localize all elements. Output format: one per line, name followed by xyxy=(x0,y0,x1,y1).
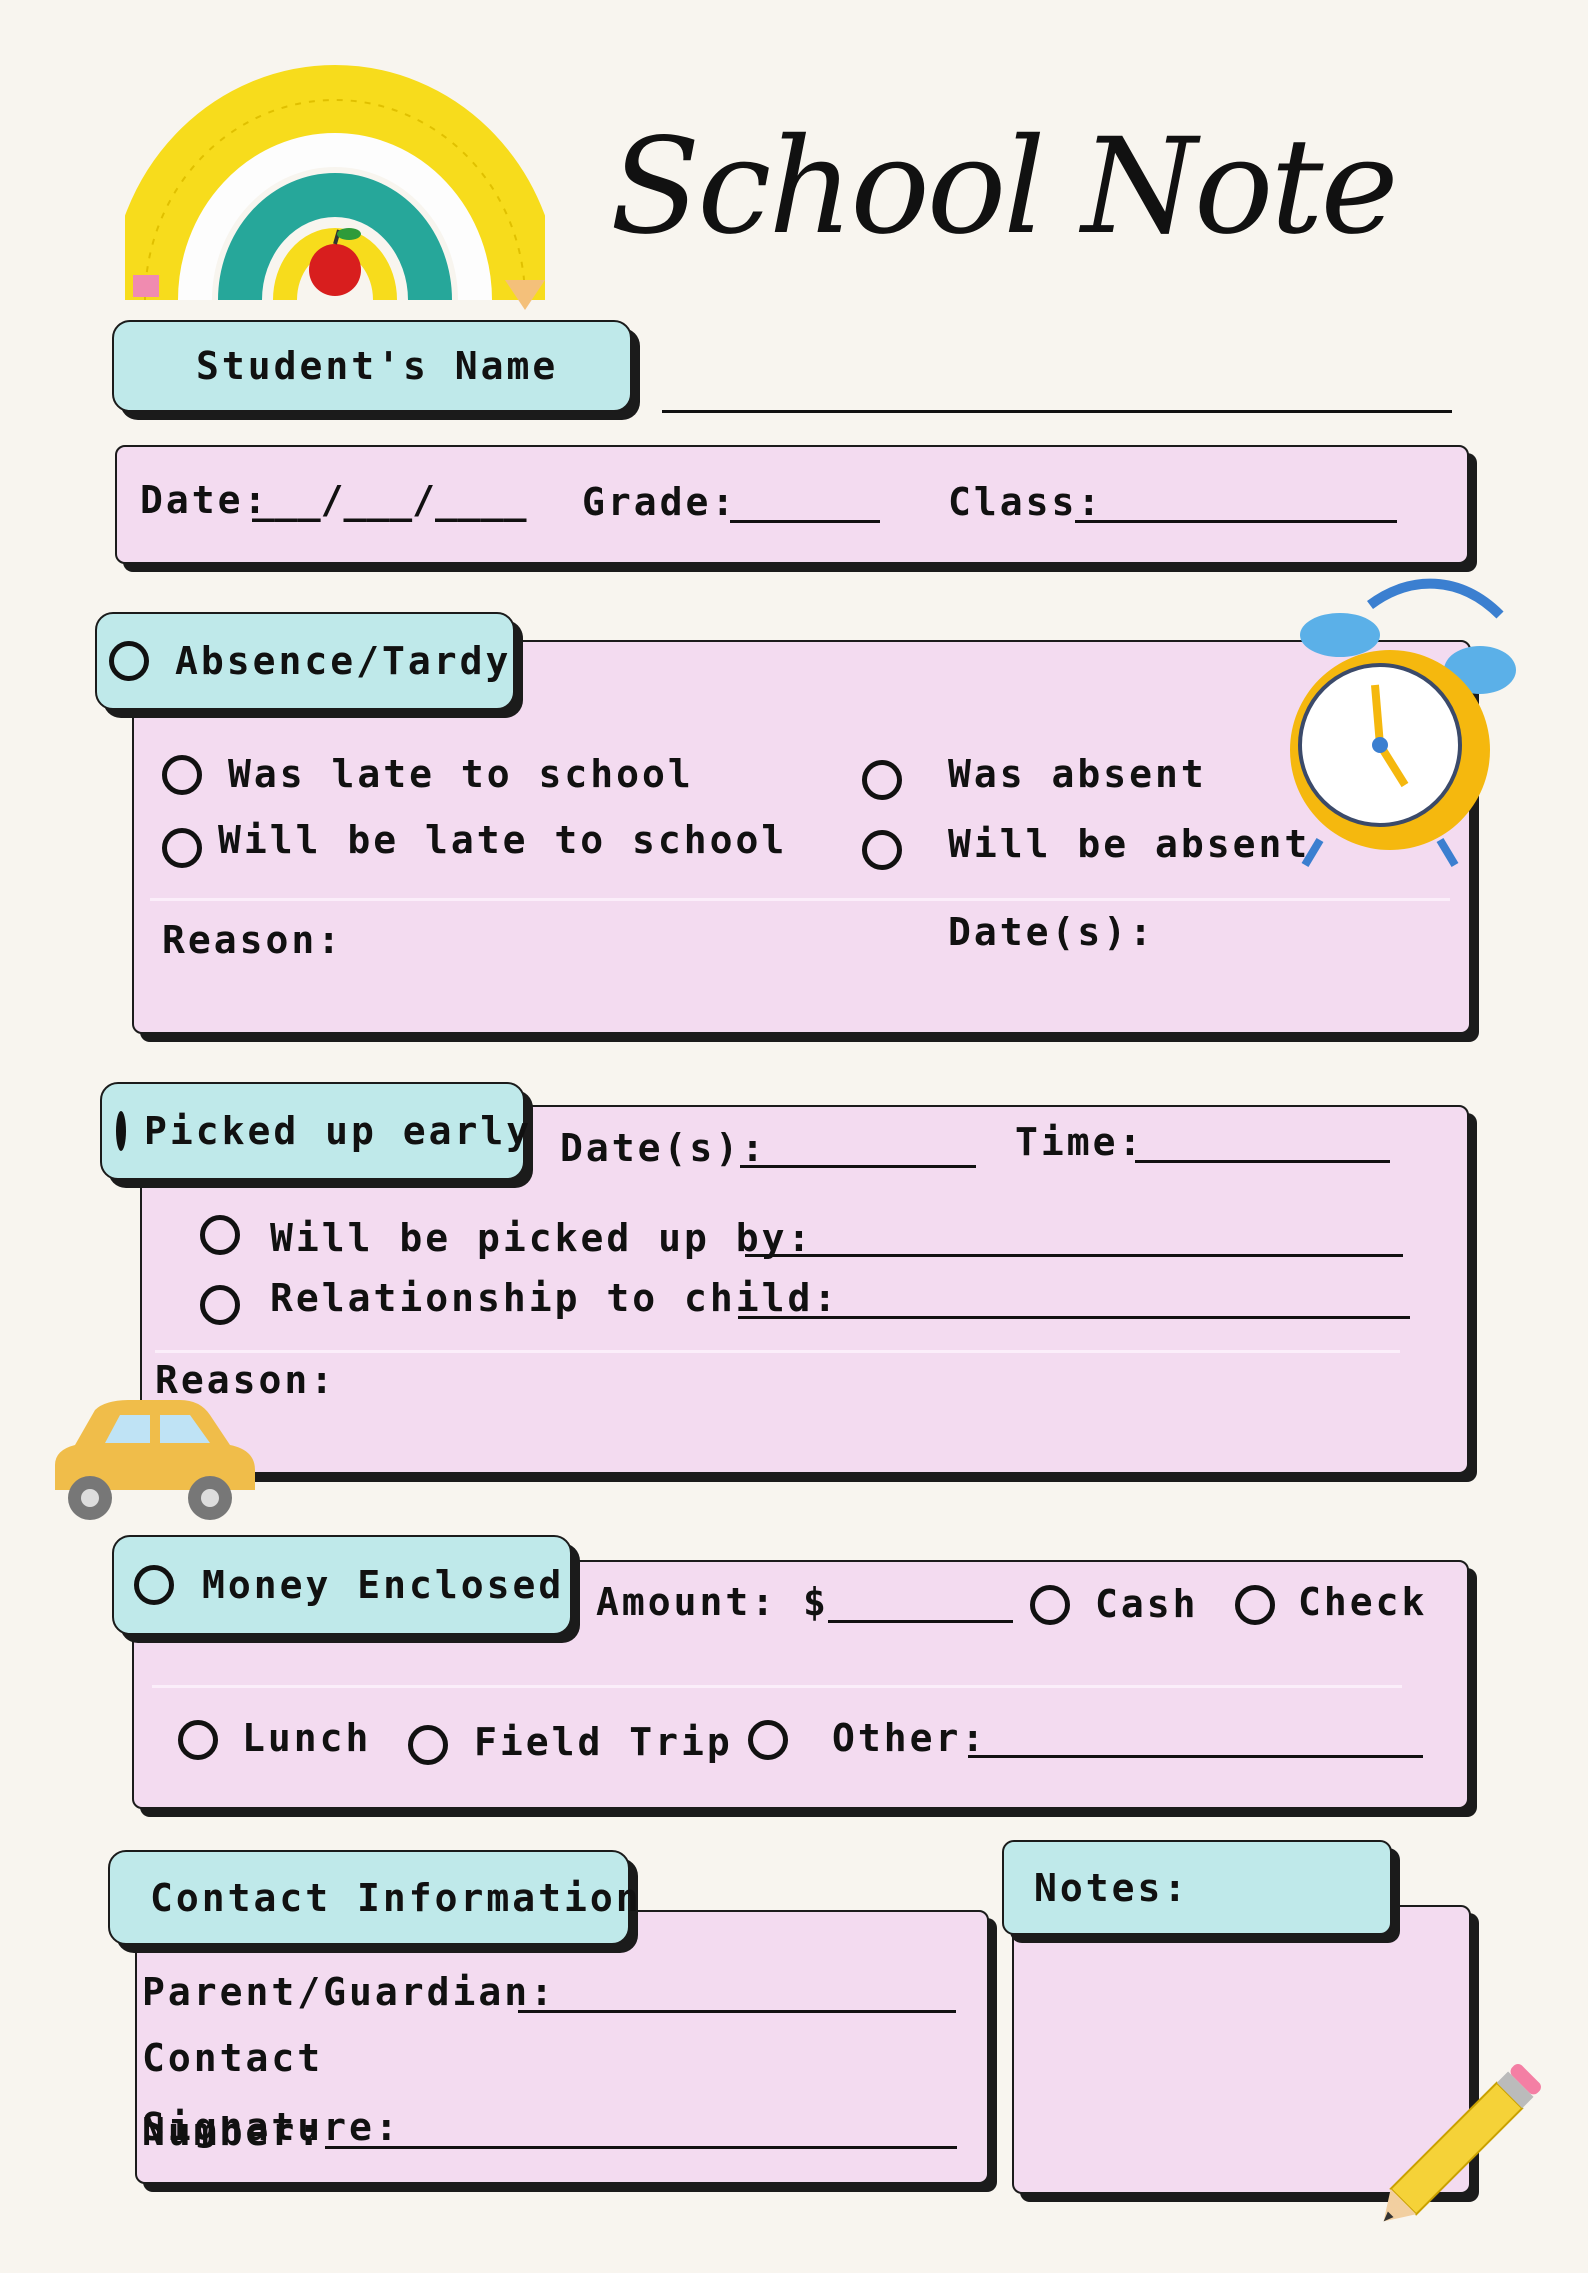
date-slots[interactable]: ___/___/____ xyxy=(252,478,527,522)
grade-label: Grade: xyxy=(582,480,738,524)
money-tab: Money Enclosed xyxy=(112,1535,572,1635)
was-absent-radio[interactable] xyxy=(862,760,902,800)
absence-tab-label: Absence/Tardy xyxy=(175,639,512,683)
relationship-label: Relationship to child: xyxy=(270,1276,840,1320)
picked-by-line[interactable] xyxy=(745,1254,1403,1257)
student-name-label: Student's Name xyxy=(196,344,559,388)
absence-dates-label: Date(s): xyxy=(948,910,1156,954)
absence-separator xyxy=(150,898,1450,901)
absence-radio[interactable] xyxy=(109,641,149,681)
student-name-tab: Student's Name xyxy=(112,320,632,412)
contact-label: Contact xyxy=(142,2036,324,2080)
was-absent-label: Was absent xyxy=(948,752,1207,796)
class-label: Class: xyxy=(948,480,1104,524)
car-icon xyxy=(55,1400,255,1520)
picked-by-label: Will be picked up by: xyxy=(270,1216,814,1260)
field-trip-label: Field Trip xyxy=(474,1720,733,1764)
pickup-dates-line[interactable] xyxy=(740,1165,976,1168)
pickup-time-label: Time: xyxy=(1015,1120,1145,1164)
cash-radio[interactable] xyxy=(1030,1585,1070,1625)
was-late-label: Was late to school xyxy=(228,752,694,796)
rainbow-icon xyxy=(125,65,545,310)
notes-tab: Notes: xyxy=(1002,1840,1392,1935)
lunch-label: Lunch xyxy=(242,1716,372,1760)
signature-label: Signature: xyxy=(142,2105,401,2149)
amount-line[interactable] xyxy=(828,1620,1013,1623)
pickup-dates-label: Date(s): xyxy=(560,1126,768,1170)
money-tab-label: Money Enclosed xyxy=(202,1563,565,1607)
money-radio[interactable] xyxy=(134,1565,174,1605)
date-grade-class-box xyxy=(115,445,1469,564)
alarm-clock-icon xyxy=(1290,578,1516,868)
money-separator xyxy=(152,1685,1402,1688)
picked-by-radio[interactable] xyxy=(200,1215,240,1255)
parent-line[interactable] xyxy=(518,2010,956,2013)
relationship-line[interactable] xyxy=(738,1316,1410,1319)
contact-tab: Contact Information xyxy=(108,1850,639,1945)
check-label: Check xyxy=(1298,1580,1428,1624)
class-line[interactable] xyxy=(1075,520,1397,523)
notes-tab-label: Notes: xyxy=(1034,1865,1190,1910)
will-be-late-label: Will be late to school xyxy=(218,818,788,862)
other-label: Other: xyxy=(832,1716,988,1760)
lunch-radio[interactable] xyxy=(178,1720,218,1760)
apple-icon xyxy=(309,244,361,296)
relationship-radio[interactable] xyxy=(200,1285,240,1325)
was-late-radio[interactable] xyxy=(162,755,202,795)
other-radio[interactable] xyxy=(748,1720,788,1760)
pencil-icon xyxy=(1383,2064,1541,2222)
page-title: School Note xyxy=(610,110,1399,264)
check-radio[interactable] xyxy=(1235,1585,1275,1625)
cash-label: Cash xyxy=(1095,1582,1199,1626)
notes-box[interactable] xyxy=(1012,1905,1471,2194)
pickup-tab: Picked up early xyxy=(100,1082,529,1180)
pickup-radio[interactable] xyxy=(116,1111,126,1151)
contact-box xyxy=(135,1910,989,2184)
student-name-line[interactable] xyxy=(662,410,1452,413)
field-trip-radio[interactable] xyxy=(408,1725,448,1765)
pickup-reason-label: Reason: xyxy=(155,1358,337,1402)
parent-label: Parent/Guardian: xyxy=(142,1970,557,2014)
contact-tab-label: Contact Information xyxy=(150,1875,642,1920)
date-label: Date: xyxy=(140,478,270,522)
absence-tab: Absence/Tardy xyxy=(95,612,515,710)
grade-line[interactable] xyxy=(730,520,880,523)
will-be-late-radio[interactable] xyxy=(162,828,202,868)
will-be-absent-radio[interactable] xyxy=(862,830,902,870)
pickup-separator xyxy=(155,1350,1400,1353)
absence-reason-label: Reason: xyxy=(162,918,344,962)
number-label: Number: xyxy=(142,2110,324,2154)
amount-label: Amount: $ xyxy=(596,1580,829,1624)
other-line[interactable] xyxy=(968,1755,1423,1758)
signature-line[interactable] xyxy=(325,2146,957,2149)
pickup-time-line[interactable] xyxy=(1135,1160,1390,1163)
pickup-tab-label: Picked up early xyxy=(144,1109,533,1153)
will-be-absent-label: Will be absent xyxy=(948,822,1311,866)
